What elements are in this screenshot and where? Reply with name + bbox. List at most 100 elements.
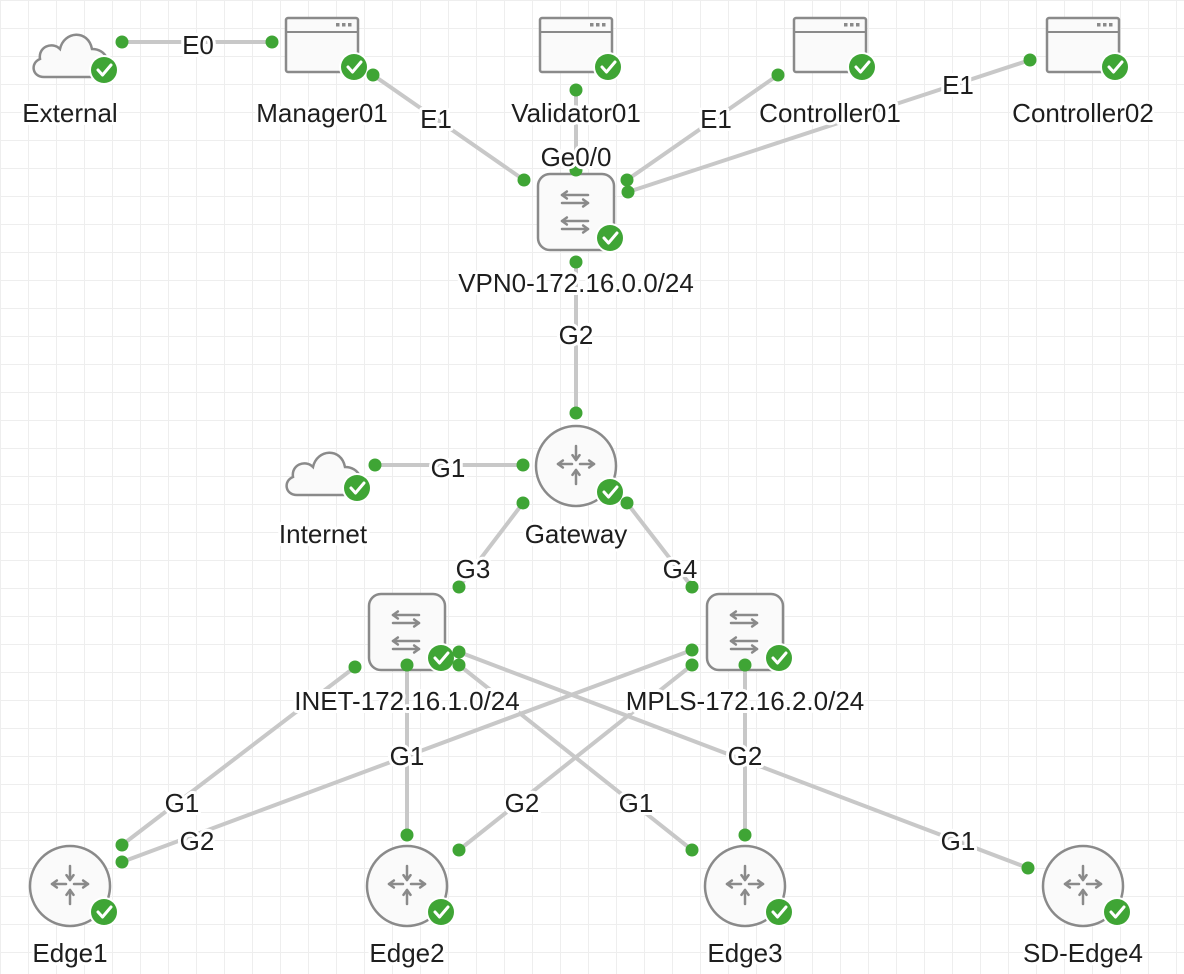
node-label-internet: Internet: [279, 519, 368, 549]
port-dot[interactable]: [348, 660, 362, 674]
port-dot[interactable]: [738, 828, 752, 842]
link-label-manager01-vpn0-halo: E1: [420, 104, 452, 134]
port-dot[interactable]: [452, 580, 466, 594]
check-icon: [595, 477, 625, 507]
port-dot[interactable]: [400, 658, 414, 672]
port-dot[interactable]: [685, 658, 699, 672]
port-dot[interactable]: [115, 35, 129, 49]
port-dot[interactable]: [517, 173, 531, 187]
link-controller01-vpn0[interactable]: [625, 73, 780, 182]
port-dot[interactable]: [620, 173, 634, 187]
node-label-manager01: Manager01: [256, 98, 388, 128]
port-dot[interactable]: [115, 838, 129, 852]
link-manager01-vpn0[interactable]: [371, 73, 526, 182]
switch-icon: [367, 592, 447, 672]
port-dot[interactable]: [771, 68, 785, 82]
link-label-inet-edge3: G1: [619, 788, 654, 818]
link-label-mpls-edge1-halo: G2: [180, 826, 215, 856]
switch-icon: [705, 592, 785, 672]
link-label-mpls-edge1: G2: [180, 826, 215, 856]
router-icon: [28, 844, 112, 928]
check-icon: [89, 897, 119, 927]
link-inet-sdedge4[interactable]: [457, 650, 1030, 870]
node-label-sdedge4: SD-Edge4: [1023, 938, 1143, 968]
link-label-gateway-inet: G3: [456, 554, 491, 584]
check-icon: [426, 643, 456, 673]
link-label-inet-edge2-halo: G1: [390, 741, 425, 771]
node-label-edge3: Edge3: [707, 938, 782, 968]
link-label-inet-edge1: G1: [165, 788, 200, 818]
link-gateway-inet[interactable]: [457, 501, 525, 589]
links-layer: [120, 40, 1032, 870]
check-icon: [426, 897, 456, 927]
link-label-gateway-inet-halo: G3: [456, 554, 491, 584]
port-dot[interactable]: [452, 658, 466, 672]
port-dot[interactable]: [685, 843, 699, 857]
link-inet-edge1[interactable]: [120, 665, 357, 847]
node-label-inet: INET-172.16.1.0/24: [294, 686, 519, 716]
port-dot[interactable]: [452, 843, 466, 857]
node-label-validator01: Validator01: [511, 98, 641, 128]
port-dot[interactable]: [621, 185, 635, 199]
server-window-icon: [538, 16, 614, 74]
node-label-external: External: [22, 98, 117, 128]
link-label-mpls-edge2: G2: [505, 788, 540, 818]
port-dot[interactable]: [452, 645, 466, 659]
port-dot[interactable]: [516, 496, 530, 510]
link-label-controller02-vpn0-halo: E1: [942, 70, 974, 100]
port-dot[interactable]: [569, 163, 583, 177]
node-label-mpls-halo: MPLS-172.16.2.0/24: [626, 686, 865, 716]
server-window-icon: [792, 16, 868, 74]
node-label-vpn0: VPN0-172.16.0.0/24: [458, 268, 694, 298]
server-window-icon: [1045, 16, 1121, 74]
port-dot[interactable]: [569, 83, 583, 97]
node-label-controller01-halo: Controller01: [759, 98, 901, 128]
node-label-external-halo: External: [22, 98, 117, 128]
port-dot[interactable]: [115, 855, 129, 869]
check-icon: [1102, 897, 1132, 927]
link-label-gateway-mpls-halo: G4: [663, 554, 698, 584]
port-dot[interactable]: [400, 828, 414, 842]
node-label-vpn0-halo: VPN0-172.16.0.0/24: [458, 268, 694, 298]
port-dot[interactable]: [738, 658, 752, 672]
port-dot[interactable]: [685, 580, 699, 594]
port-dot[interactable]: [366, 68, 380, 82]
link-label-manager01-vpn0: E1: [420, 104, 452, 134]
link-inet-edge3[interactable]: [457, 663, 694, 852]
port-dot[interactable]: [368, 458, 382, 472]
node-label-edge2: Edge2: [369, 938, 444, 968]
node-label-manager01-halo: Manager01: [256, 98, 388, 128]
port-dot[interactable]: [569, 255, 583, 269]
port-dot[interactable]: [1021, 861, 1035, 875]
check-icon: [847, 52, 877, 82]
link-label-controller02-vpn0: E1: [942, 70, 974, 100]
port-dot[interactable]: [569, 406, 583, 420]
port-dot[interactable]: [516, 458, 530, 472]
link-label-inet-edge1-halo: G1: [165, 788, 200, 818]
port-dot[interactable]: [685, 643, 699, 657]
check-icon: [339, 52, 369, 82]
port-dot[interactable]: [1023, 53, 1037, 67]
link-gateway-mpls[interactable]: [625, 501, 694, 589]
port-dot[interactable]: [620, 496, 634, 510]
port-dot[interactable]: [265, 35, 279, 49]
link-controller02-vpn0[interactable]: [626, 58, 1032, 194]
